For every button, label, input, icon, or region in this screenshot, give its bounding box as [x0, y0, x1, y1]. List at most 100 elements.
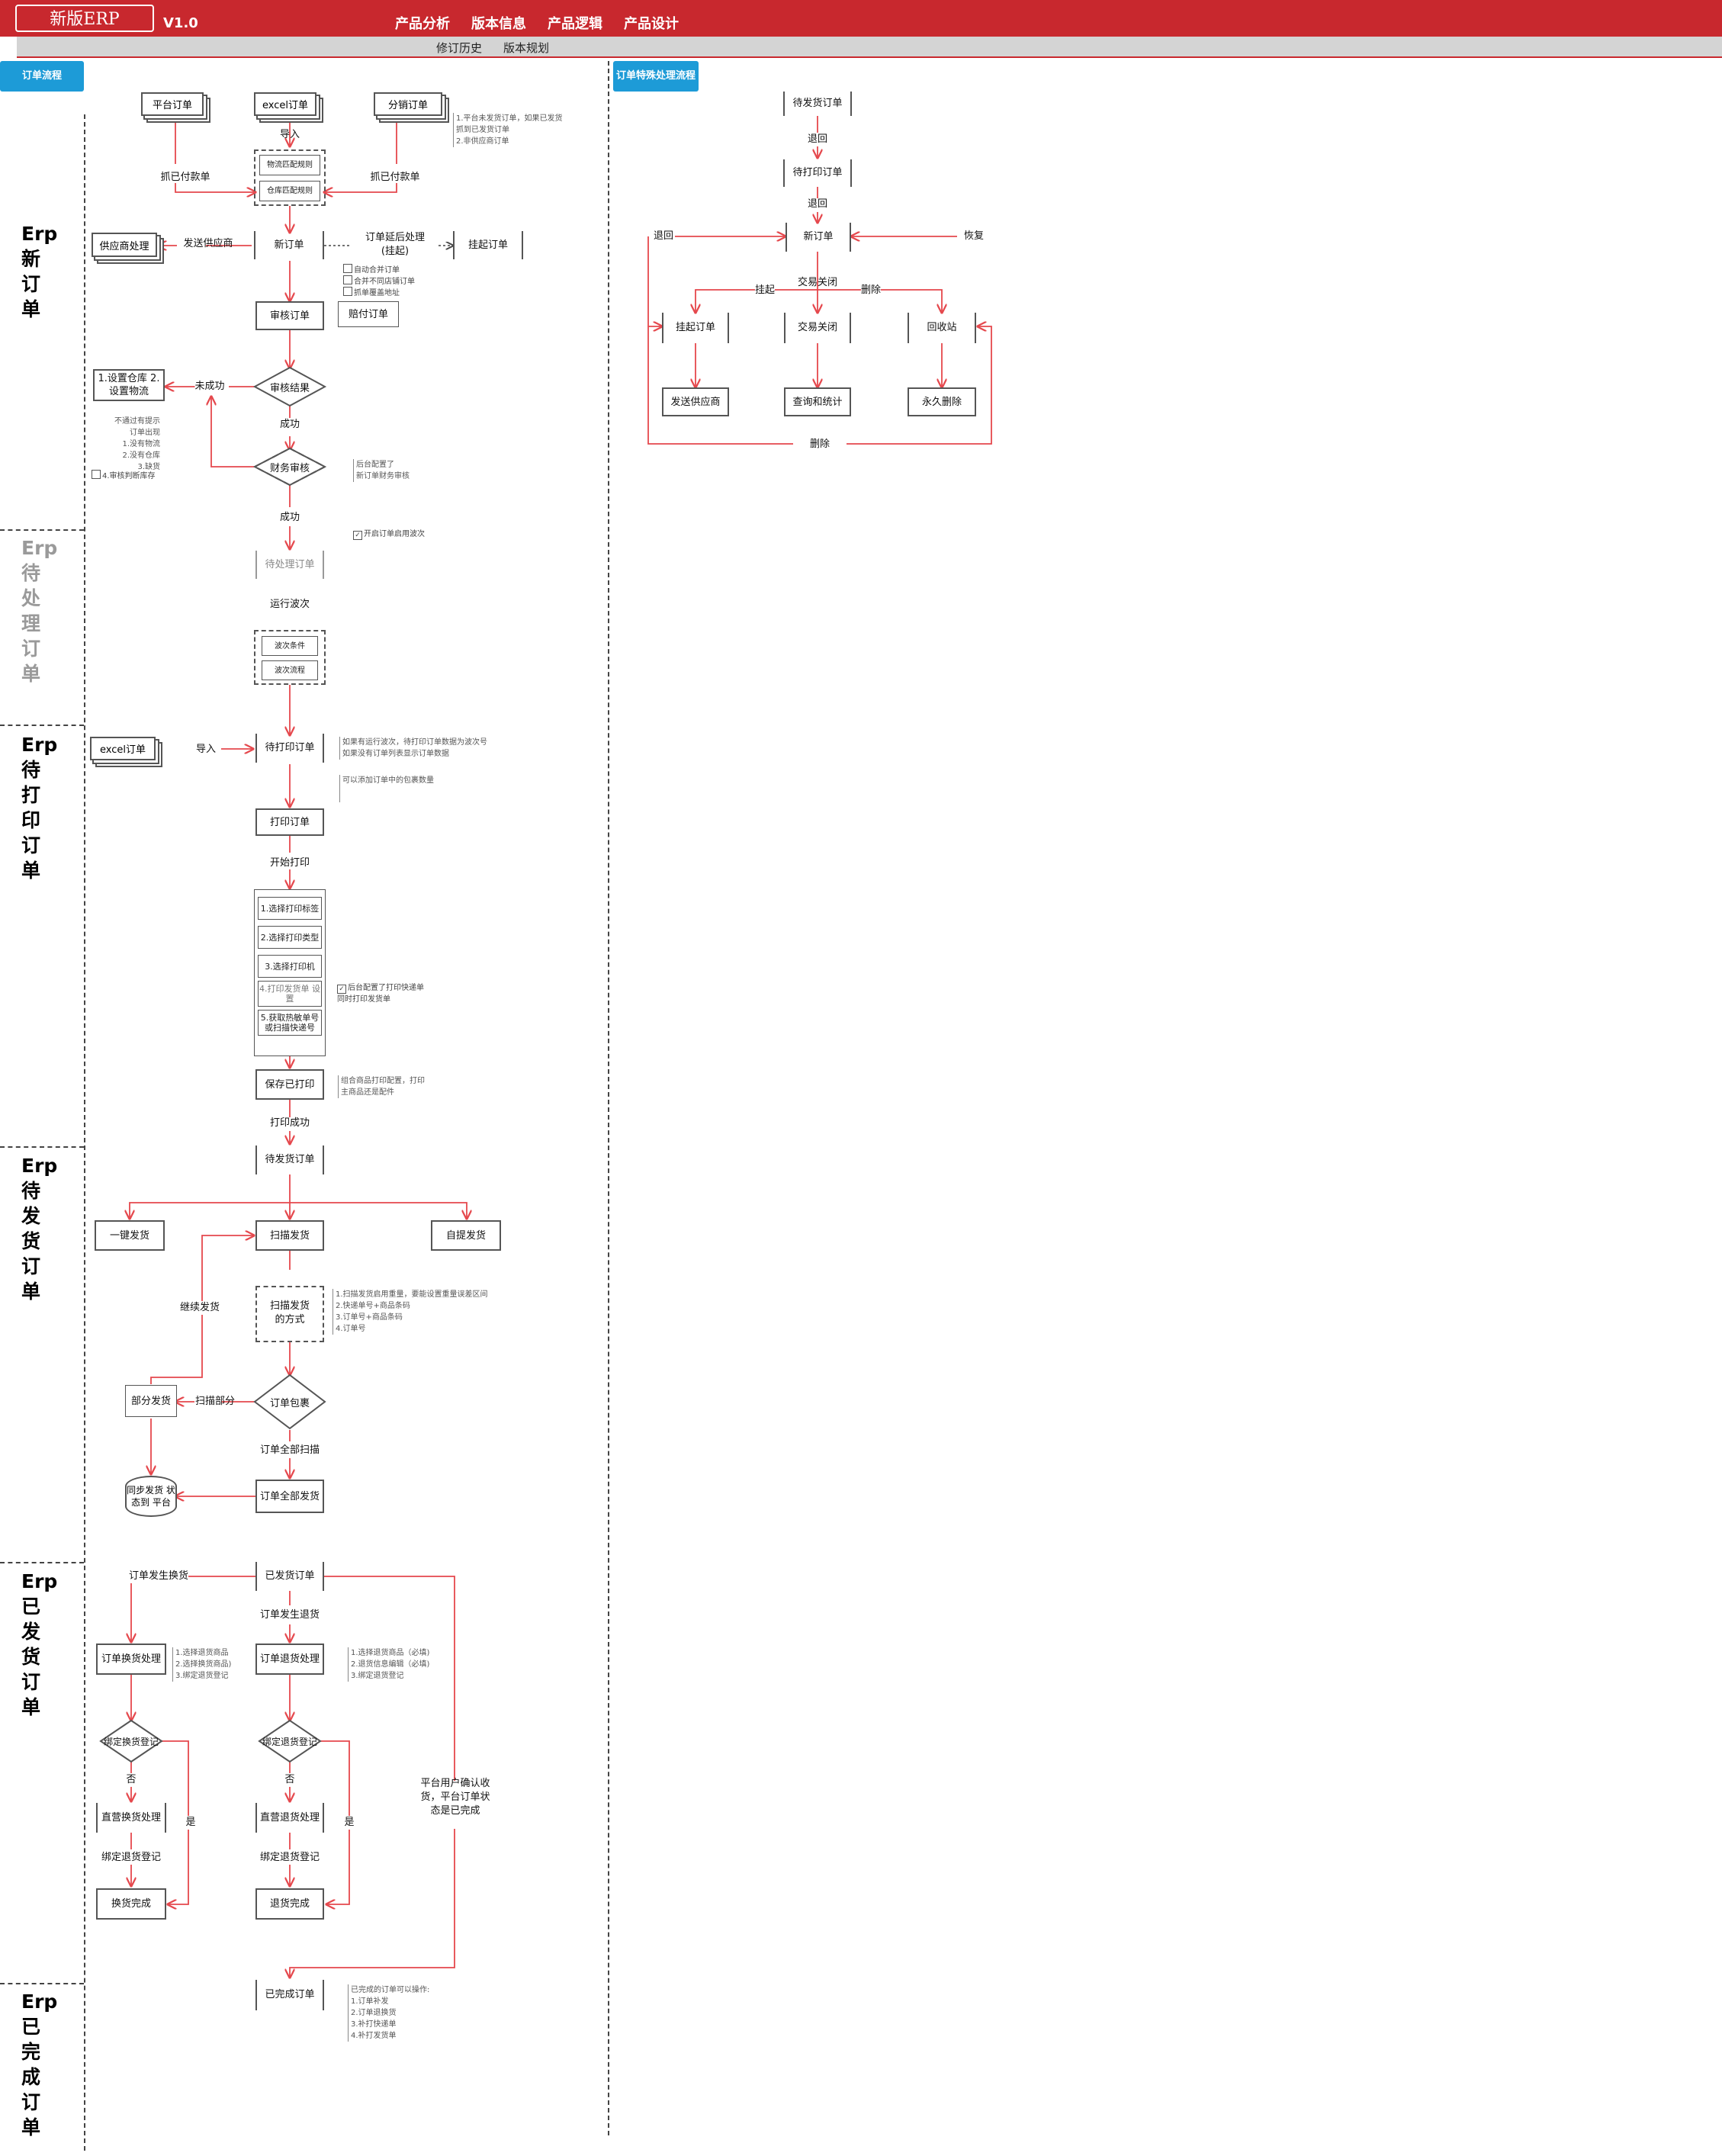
distribution-order-doc[interactable]: 分销订单 — [374, 92, 442, 116]
wave-condition-box[interactable]: 波次条件 — [262, 636, 318, 656]
lane-separator — [0, 1146, 84, 1148]
sp-send-supplier-box[interactable]: 发送供应商 — [662, 387, 729, 416]
pending-order-node[interactable]: 待处理订单 — [255, 551, 324, 579]
return-done-box[interactable]: 退货完成 — [255, 1888, 324, 1920]
wave-enable-check[interactable]: ✓开启订单启用波次 — [353, 529, 425, 540]
finance-review-diamond[interactable]: 财务审核 — [269, 462, 310, 474]
swimlane-divider — [84, 114, 85, 2151]
auto-merge-check[interactable]: 自动合并订单 — [343, 264, 400, 276]
bind-return-label-1: 绑定退货登记 — [101, 1852, 162, 1863]
excel-order-doc-2[interactable]: excel订单 — [90, 737, 156, 760]
stage-pending-order: Erp 待 处 理 订 单 — [21, 537, 58, 685]
direct-return-node[interactable]: 直营退货处理 — [255, 1803, 324, 1833]
sp-back-label-2: 退回 — [807, 198, 828, 210]
order-package-diamond[interactable]: 订单包裹 — [269, 1397, 310, 1409]
finance-note: 后台配置了 新订单财务审核 — [353, 459, 410, 482]
merge-shops-check[interactable]: 合并不同店铺订单 — [343, 275, 415, 288]
scan-method-group — [255, 1286, 324, 1342]
print-step-2[interactable]: 2.选择打印类型 — [258, 926, 322, 949]
nav-version-info[interactable]: 版本信息 — [471, 16, 526, 32]
send-supplier-label: 发送供应商 — [183, 238, 233, 249]
print-express-check[interactable]: ✓后台配置了打印快递单 同时打印发货单 — [337, 984, 424, 1004]
lane-separator — [0, 1562, 84, 1563]
partial-ship-box[interactable]: 部分发货 — [125, 1385, 177, 1417]
excel-order-doc[interactable]: excel订单 — [254, 92, 316, 116]
save-printed-box[interactable]: 保存已打印 — [255, 1069, 324, 1100]
sp-back-left-label: 退回 — [653, 230, 674, 242]
run-wave-label: 运行波次 — [269, 599, 310, 610]
bind-return-label-2: 绑定退货登记 — [259, 1852, 320, 1863]
sp-to-print-node[interactable]: 待打印订单 — [783, 159, 852, 187]
stage-to-print-order: Erp 待 打 印 订 单 — [21, 734, 58, 882]
all-shipped-box[interactable]: 订单全部发货 — [255, 1480, 324, 1513]
nav-product-design[interactable]: 产品设计 — [624, 16, 679, 32]
subnav-version-plan[interactable]: 版本规划 — [503, 41, 550, 55]
scan-ship-box[interactable]: 扫描发货 — [255, 1220, 324, 1251]
set-warehouse-logistics-box[interactable]: 1.设置仓库 2.设置物流 — [93, 369, 165, 401]
return-note: 1.选择退货商品（必填) 2.退货信息编辑（必填) 3.绑定退货登记 — [348, 1647, 429, 1682]
nav-product-logic[interactable]: 产品逻辑 — [548, 16, 602, 32]
exchange-done-box[interactable]: 换货完成 — [96, 1888, 166, 1920]
logistics-rule-box[interactable]: 物流匹配规则 — [259, 155, 320, 175]
shipped-order-node[interactable]: 已发货订单 — [255, 1562, 324, 1591]
sp-hang-order-node[interactable]: 挂起订单 — [662, 313, 729, 343]
claim-order-box[interactable]: 赔付订单 — [338, 301, 399, 327]
print-order-box[interactable]: 打印订单 — [255, 808, 324, 836]
scan-method-label: 扫描发货 的方式 — [269, 1300, 310, 1325]
no-label-2: 否 — [284, 1774, 295, 1785]
exchange-note: 1.选择退货商品 2.选择换货商品) 3.绑定退货登记 — [172, 1647, 231, 1682]
wave-flow-box[interactable]: 波次流程 — [262, 660, 318, 680]
sp-close-top-label: 交易关闭 — [797, 277, 838, 288]
brand-logo[interactable]: 新版ERP — [15, 5, 154, 32]
warehouse-rule-box[interactable]: 仓库匹配规则 — [259, 181, 320, 201]
stage-to-ship-order: Erp 待 发 货 订 单 — [21, 1155, 58, 1303]
sync-platform-db[interactable]: 同步发货 状态到 平台 — [125, 1476, 177, 1517]
completed-note: 已完成的订单可以操作: 1.订单补发 2.订单退换货 3.补打快递单 4.补打发… — [348, 1984, 429, 2042]
sp-recycle-bin-node[interactable]: 回收站 — [908, 313, 976, 343]
nav-product-analysis[interactable]: 产品分析 — [395, 16, 450, 32]
lane-separator — [0, 725, 84, 726]
grab-cover-check[interactable]: 抓单覆盖地址 — [343, 287, 400, 299]
return-process-box[interactable]: 订单退货处理 — [255, 1644, 324, 1675]
one-click-ship-box[interactable]: 一键发货 — [95, 1220, 165, 1251]
print-step-5[interactable]: 5.获取热敏单号 或扫描快递号 — [258, 1010, 322, 1036]
sp-back-label-1: 退回 — [807, 133, 828, 145]
review-result-diamond[interactable]: 审核结果 — [269, 382, 310, 394]
return-happen-label: 订单发生退货 — [259, 1609, 320, 1621]
print-note-2: 可以添加订单中的包裹数量 — [339, 775, 434, 802]
print-step-1[interactable]: 1.选择打印标签 — [258, 897, 322, 920]
sp-delete-bottom-label: 删除 — [809, 439, 830, 450]
sp-permanent-delete-box[interactable]: 永久删除 — [908, 387, 976, 416]
self-pickup-box[interactable]: 自提发货 — [431, 1220, 501, 1251]
platform-order-doc[interactable]: 平台订单 — [141, 92, 204, 116]
hang-order-node[interactable]: 挂起订单 — [453, 231, 523, 259]
sp-close-order-node[interactable]: 交易关闭 — [784, 313, 851, 343]
print-step-4[interactable]: 4.打印发货单 设置 — [258, 981, 322, 1007]
new-order-node[interactable]: 新订单 — [254, 231, 324, 259]
stage-new-order: Erp 新 订 单 — [21, 223, 58, 320]
supplier-process-doc[interactable]: 供应商处理 — [92, 233, 157, 257]
version-label: V1.0 — [163, 15, 198, 31]
sp-to-ship-node[interactable]: 待发货订单 — [783, 92, 852, 116]
subnav-revision-history[interactable]: 修订历史 — [436, 41, 483, 55]
bind-exchange-diamond[interactable]: 绑定换货登记 — [103, 1736, 159, 1747]
direct-exchange-node[interactable]: 直营换货处理 — [96, 1803, 166, 1833]
exchange-process-box[interactable]: 订单换货处理 — [96, 1644, 166, 1675]
bind-return-diamond[interactable]: 绑定退货登记 — [262, 1736, 317, 1747]
continue-ship-label: 继续发货 — [179, 1301, 220, 1315]
to-print-order-node[interactable]: 待打印订单 — [255, 734, 324, 763]
review-stock-check[interactable]: 4.审核判断库存 — [92, 470, 156, 482]
import-label: 导入 — [279, 129, 300, 140]
fail-label: 未成功 — [194, 380, 225, 394]
sp-restore-label: 恢复 — [963, 230, 985, 242]
review-order-box[interactable]: 审核订单 — [255, 301, 324, 330]
completed-order-node[interactable]: 已完成订单 — [255, 1980, 324, 2010]
tag-special-flow[interactable]: 订单特殊处理流程 — [613, 61, 699, 92]
sp-query-stats-box[interactable]: 查询和统计 — [784, 387, 851, 416]
print-step-3[interactable]: 3.选择打印机 — [258, 955, 322, 978]
tag-order-flow[interactable]: 订单流程 — [0, 61, 84, 92]
sp-new-order-node[interactable]: 新订单 — [786, 223, 851, 252]
yes-label-1: 是 — [185, 1816, 196, 1830]
start-print-label: 开始打印 — [269, 857, 310, 869]
to-ship-order-node[interactable]: 待发货订单 — [255, 1145, 324, 1174]
